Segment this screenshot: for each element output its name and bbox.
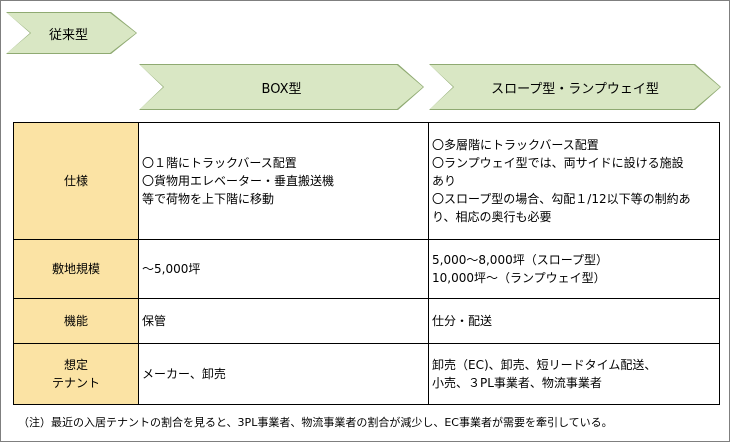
- table-row: 仕様 〇１階にトラックバース配置 〇貨物用エレベーター・垂直搬送機 等で荷物を上…: [13, 122, 720, 240]
- box-spec-cell: 〇１階にトラックバース配置 〇貨物用エレベーター・垂直搬送機 等で荷物を上下階に…: [138, 122, 429, 240]
- box-tenant-line: メーカー、卸売: [142, 367, 226, 381]
- slope-spec-line: 〇ランプウェイ型では、両サイドに設ける施設: [432, 156, 684, 170]
- slope-spec-line: あり: [432, 174, 457, 188]
- row-label-tenant: 想定 テナント: [13, 343, 139, 405]
- box-function-cell: 保管: [138, 298, 429, 344]
- row-label-function: 機能: [13, 298, 139, 344]
- box-site-line: 〜5,000坪: [142, 262, 201, 276]
- box-spec-line: 等で荷物を上下階に移動: [142, 192, 275, 206]
- box-arrow: BOX型: [140, 65, 423, 109]
- box-label: BOX型: [261, 81, 302, 97]
- slope-function-cell: 仕分・配送: [428, 298, 720, 344]
- row-label-site: 敷地規模: [13, 239, 139, 299]
- box-tenant-cell: メーカー、卸売: [138, 343, 429, 405]
- row-label-spec: 仕様: [13, 122, 139, 240]
- traditional-label: 従来型: [48, 27, 88, 43]
- slope-tenant-line: 卸売（EC)、卸売、短リードタイム配送、: [432, 358, 657, 372]
- slope-tenant-line: 小売、３PL事業者、物流事業者: [432, 376, 602, 390]
- box-site-cell: 〜5,000坪: [138, 239, 429, 299]
- row-label-tenant-line: テナント: [51, 376, 100, 390]
- slope-spec-cell: 〇多層階にトラックバース配置 〇ランプウェイ型では、両サイドに設ける施設 あり …: [428, 122, 720, 240]
- slope-spec-line: り、相応の奥行も必要: [432, 210, 552, 224]
- table-row: 想定 テナント メーカー、卸売 卸売（EC)、卸売、短リードタイム配送、 小売、…: [13, 343, 720, 405]
- slope-arrow: スロープ型・ランプウェイ型: [430, 65, 720, 109]
- table-row: 機能 保管 仕分・配送: [13, 298, 720, 344]
- slope-spec-line: 〇多層階にトラックバース配置: [432, 138, 599, 152]
- box-function-line: 保管: [142, 314, 167, 328]
- slope-tenant-cell: 卸売（EC)、卸売、短リードタイム配送、 小売、３PL事業者、物流事業者: [428, 343, 720, 405]
- slope-site-line: 5,000〜8,000坪（スロープ型）: [432, 253, 608, 267]
- slope-site-line: 10,000坪〜（ランプウェイ型）: [432, 271, 606, 285]
- slope-label: スロープ型・ランプウェイ型: [491, 81, 659, 97]
- table-row: 敷地規模 〜5,000坪 5,000〜8,000坪（スロープ型） 10,000坪…: [13, 239, 720, 299]
- slope-function-line: 仕分・配送: [432, 314, 493, 328]
- slope-spec-line: 〇スロープ型の場合、勾配１/12以下等の制約あ: [432, 192, 691, 206]
- comparison-table: 仕様 〇１階にトラックバース配置 〇貨物用エレベーター・垂直搬送機 等で荷物を上…: [13, 122, 720, 405]
- slope-site-cell: 5,000〜8,000坪（スロープ型） 10,000坪〜（ランプウェイ型）: [428, 239, 720, 299]
- footnote: （注）最近の入居テナントの割合を見ると、3PL事業者、物流事業者の割合が減少し、…: [18, 416, 613, 429]
- box-spec-line: 〇貨物用エレベーター・垂直搬送機: [142, 174, 335, 188]
- box-spec-line: 〇１階にトラックバース配置: [142, 156, 297, 170]
- row-label-tenant-line: 想定: [63, 358, 88, 372]
